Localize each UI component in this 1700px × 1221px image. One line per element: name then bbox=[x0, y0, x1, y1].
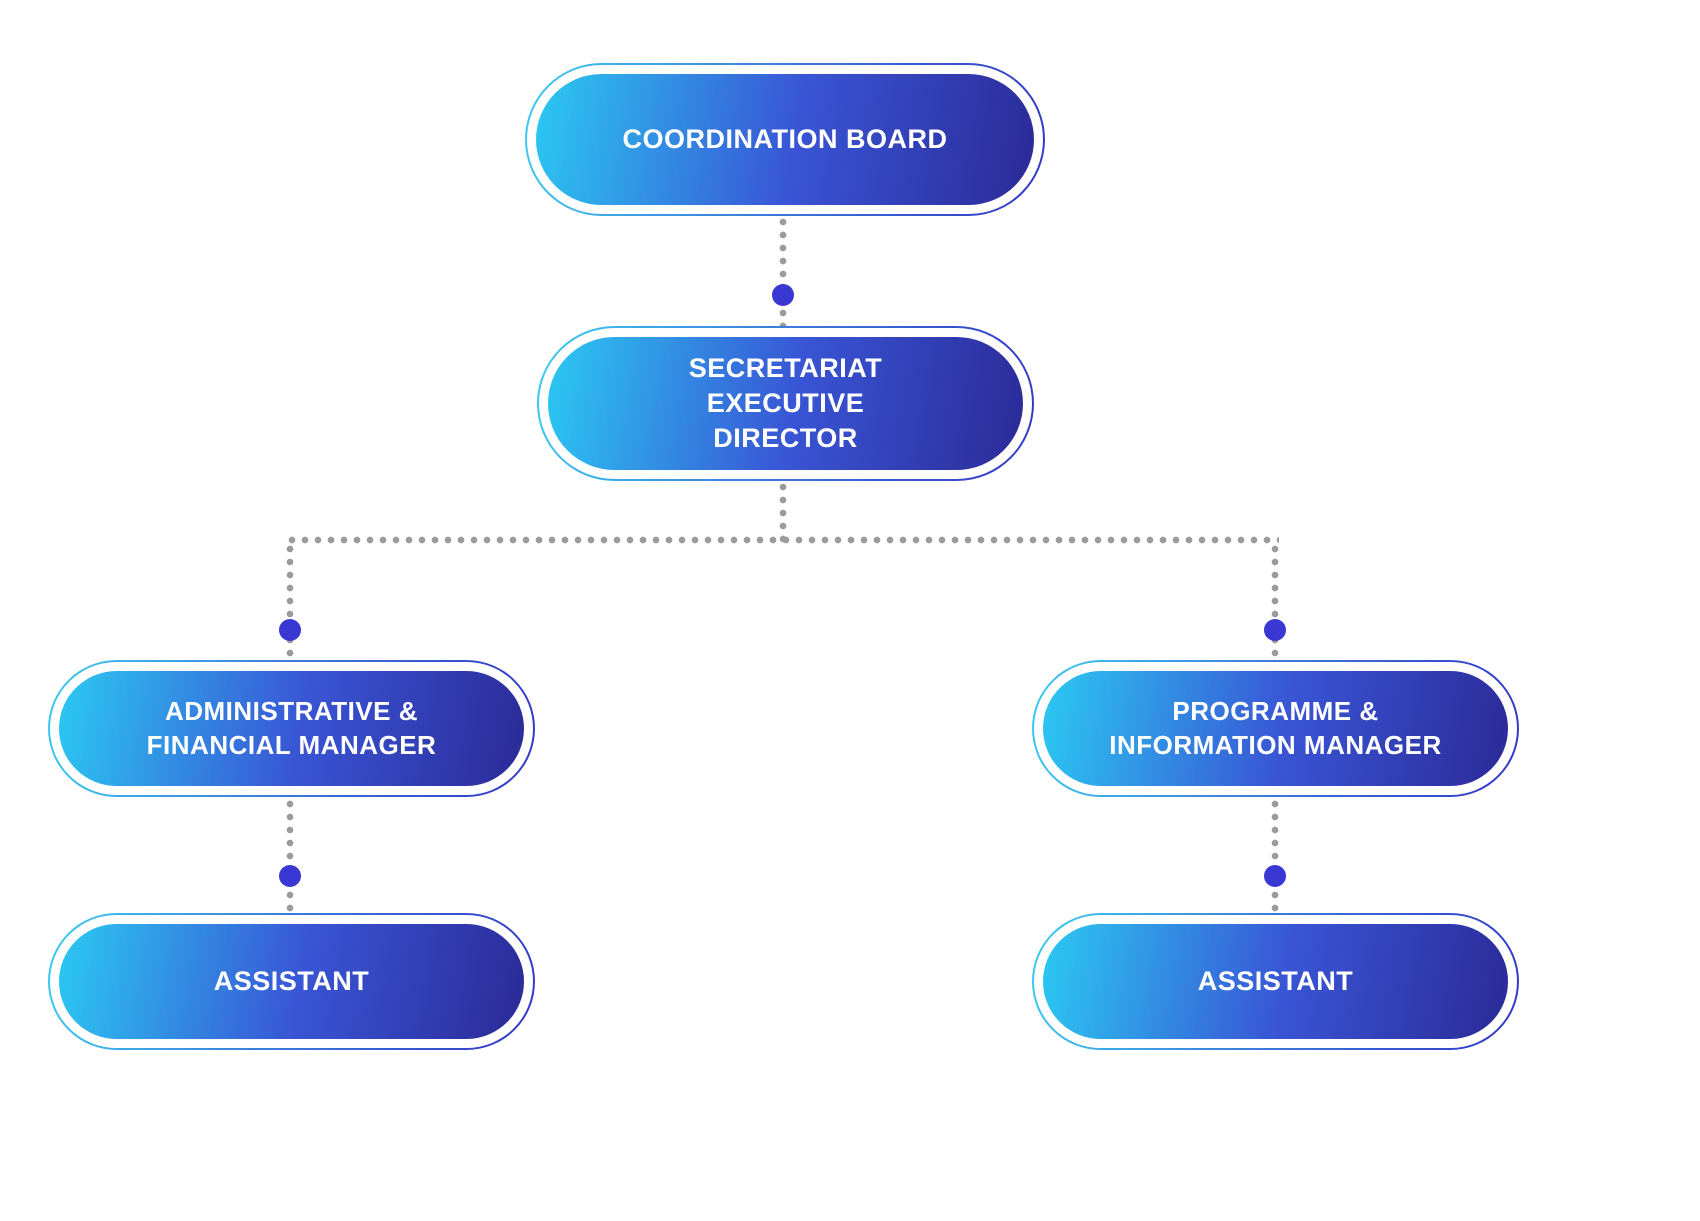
node-pill: PROGRAMME & INFORMATION MANAGER bbox=[1043, 671, 1508, 786]
node-pill: ASSISTANT bbox=[1043, 924, 1508, 1039]
node-label-line-2: FINANCIAL MANAGER bbox=[146, 729, 437, 760]
node-pill: COORDINATION BOARD bbox=[536, 74, 1034, 205]
connector-dot-programme-assistant bbox=[1264, 865, 1286, 887]
connector-branch-to-admin-manager bbox=[286, 543, 294, 660]
node-programme-information-manager: PROGRAMME & INFORMATION MANAGER bbox=[1032, 660, 1519, 797]
node-ring: COORDINATION BOARD bbox=[527, 65, 1043, 214]
node-label: ASSISTANT bbox=[213, 965, 370, 996]
node-label-line-2: INFORMATION MANAGER bbox=[1109, 729, 1442, 760]
connector-programme-to-assistant bbox=[1271, 798, 1279, 913]
connector-admin-to-assistant bbox=[286, 798, 294, 913]
node-pill: ADMINISTRATIVE & FINANCIAL MANAGER bbox=[59, 671, 524, 786]
node-label: ASSISTANT bbox=[1197, 965, 1354, 996]
node-label: COORDINATION BOARD bbox=[622, 123, 948, 154]
node-assistant-admin: ASSISTANT bbox=[48, 913, 535, 1050]
node-administrative-financial-manager: ADMINISTRATIVE & FINANCIAL MANAGER bbox=[48, 660, 535, 797]
node-assistant-programme: ASSISTANT bbox=[1032, 913, 1519, 1050]
connector-branch-to-programme-manager bbox=[1271, 543, 1279, 660]
node-ring: ASSISTANT bbox=[1034, 915, 1517, 1048]
connector-dot-admin-assistant bbox=[279, 865, 301, 887]
node-label-line-1: SECRETARIAT EXECUTIVE bbox=[688, 352, 883, 418]
node-label-line-1: PROGRAMME & bbox=[1172, 695, 1379, 726]
connector-dot-admin-manager bbox=[279, 619, 301, 641]
node-ring: ASSISTANT bbox=[50, 915, 533, 1048]
connector-dot-programme-manager bbox=[1264, 619, 1286, 641]
node-label-line-2: DIRECTOR bbox=[713, 423, 858, 454]
node-ring: SECRETARIAT EXECUTIVE DIRECTOR bbox=[539, 328, 1032, 479]
node-secretariat-executive-director: SECRETARIAT EXECUTIVE DIRECTOR bbox=[537, 326, 1034, 481]
node-pill: ASSISTANT bbox=[59, 924, 524, 1039]
connector-board-to-director bbox=[779, 216, 787, 326]
connector-director-stub bbox=[779, 481, 787, 543]
node-label-line-1: ADMINISTRATIVE & bbox=[164, 695, 419, 726]
node-ring: ADMINISTRATIVE & FINANCIAL MANAGER bbox=[50, 662, 533, 795]
node-pill: SECRETARIAT EXECUTIVE DIRECTOR bbox=[548, 337, 1023, 470]
node-ring: PROGRAMME & INFORMATION MANAGER bbox=[1034, 662, 1517, 795]
connector-horizontal-branch bbox=[286, 536, 1279, 544]
connector-dot-board-director bbox=[772, 284, 794, 306]
node-coordination-board: COORDINATION BOARD bbox=[525, 63, 1045, 216]
